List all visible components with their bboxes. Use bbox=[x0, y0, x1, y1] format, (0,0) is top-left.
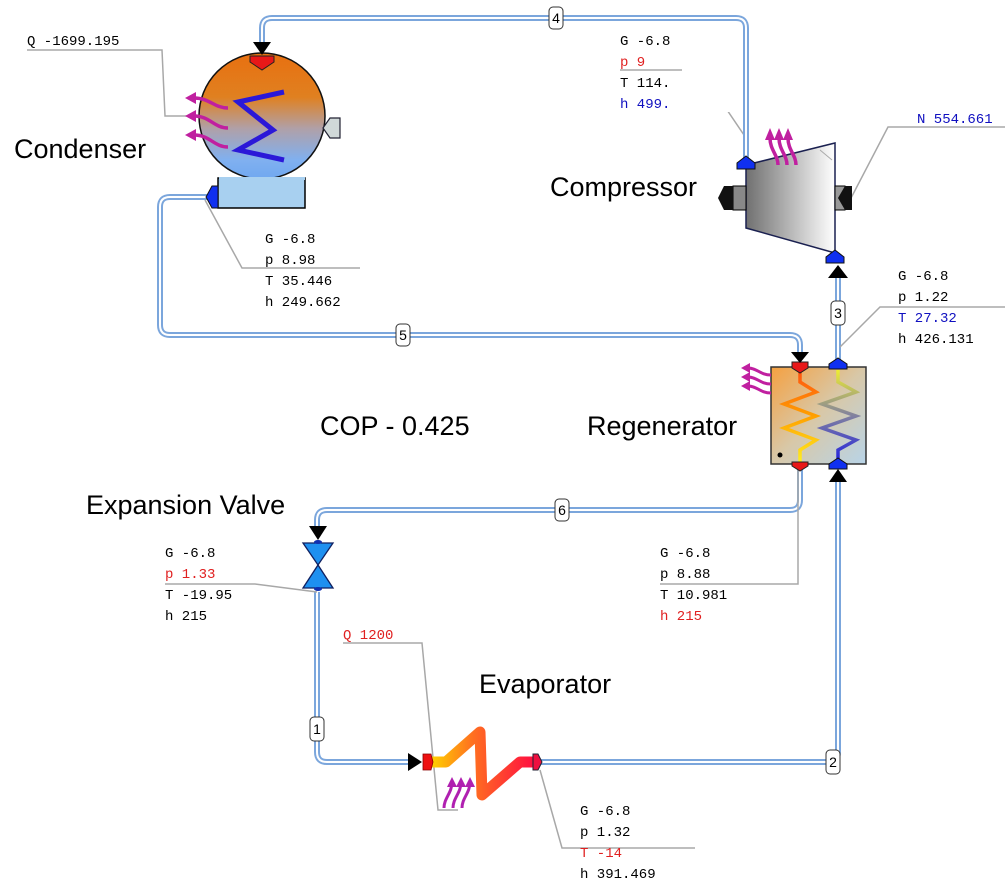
pipe-tag-5-label: 5 bbox=[399, 327, 407, 343]
condenser-heat-out-icon bbox=[193, 96, 229, 149]
state-value-h: h 215 bbox=[660, 609, 702, 625]
flow-arrow-icon bbox=[828, 265, 848, 278]
state-block-evaporator-out: G -6.8 p 1.32 T -14 h 391.469 bbox=[580, 804, 656, 883]
evaporator-heat-value: Q 1200 bbox=[343, 628, 393, 644]
compressor-shaft-right-icon bbox=[834, 185, 852, 211]
state-value-t: T -14 bbox=[580, 846, 622, 862]
state-value-g: G -6.8 bbox=[580, 804, 630, 820]
compressor-inlet-port[interactable] bbox=[825, 249, 845, 264]
expansion-valve[interactable] bbox=[301, 526, 335, 591]
condenser-shell bbox=[198, 52, 326, 180]
evaporator[interactable] bbox=[408, 726, 543, 809]
pipe-tag-1: 1 bbox=[309, 716, 325, 742]
state-value-p: p 1.22 bbox=[898, 290, 948, 306]
state-value-t: T 114. bbox=[620, 76, 670, 92]
pipe-tag-2: 2 bbox=[825, 749, 841, 775]
compressor-heat-icon bbox=[768, 137, 798, 166]
condenser-inlet-port[interactable] bbox=[249, 55, 275, 71]
regenerator-hot-coil-icon bbox=[779, 370, 821, 462]
regenerator-cold-inlet-port[interactable] bbox=[828, 457, 848, 470]
pipe-tag-3-label: 3 bbox=[834, 305, 842, 321]
evaporator-inlet-port[interactable] bbox=[422, 753, 434, 771]
regenerator-hot-outlet-port[interactable] bbox=[791, 461, 809, 472]
compressor-label: Compressor bbox=[550, 172, 697, 202]
condenser-label: Condenser bbox=[14, 134, 146, 164]
valve-outlet-port[interactable] bbox=[314, 587, 322, 591]
condenser-receiver bbox=[217, 177, 306, 209]
regenerator-hot-inlet-port[interactable] bbox=[791, 361, 809, 374]
state-value-t: T -19.95 bbox=[165, 588, 232, 604]
flow-arrow-icon bbox=[829, 469, 847, 482]
state-value-g: G -6.8 bbox=[165, 546, 215, 562]
regenerator-cold-outlet-port[interactable] bbox=[828, 357, 848, 370]
state-value-t: T 27.32 bbox=[898, 311, 957, 327]
pipe-tag-4: 4 bbox=[548, 6, 564, 30]
compressor-power-value: N 554.661 bbox=[917, 112, 993, 128]
state-value-t: T 35.446 bbox=[265, 274, 332, 290]
condenser-side-port-icon bbox=[322, 117, 341, 139]
state-value-h: h 499. bbox=[620, 97, 670, 113]
valve-upper-icon bbox=[301, 542, 335, 567]
compressor-outlet-port[interactable] bbox=[736, 155, 756, 170]
state-value-p: p 9 bbox=[620, 55, 645, 71]
pipe-tag-3: 3 bbox=[830, 300, 846, 326]
pipe-tag-6: 6 bbox=[554, 498, 570, 522]
pipe-1[interactable] bbox=[314, 592, 412, 765]
state-value-g: G -6.8 bbox=[898, 269, 948, 285]
state-value-g: G -6.8 bbox=[265, 232, 315, 248]
state-value-h: h 426.131 bbox=[898, 332, 974, 348]
state-block-regenerator-hot-out: G -6.8 p 8.88 T 10.981 h 215 bbox=[660, 546, 727, 625]
state-value-p: p 1.33 bbox=[165, 567, 215, 583]
truncation-mask bbox=[682, 62, 742, 112]
state-value-p: p 8.88 bbox=[660, 567, 710, 583]
regenerator[interactable] bbox=[741, 352, 867, 482]
flow-arrow-icon bbox=[253, 42, 271, 55]
compressor-body bbox=[745, 142, 836, 254]
flow-arrow-icon bbox=[408, 753, 422, 771]
state-value-p: p 8.98 bbox=[265, 253, 315, 269]
pipe-tag-5: 5 bbox=[395, 323, 411, 347]
condenser-heat-value: Q -1699.195 bbox=[27, 34, 119, 50]
regenerator-heat-icon bbox=[747, 366, 772, 395]
pipe-tag-4-label: 4 bbox=[552, 10, 560, 26]
state-block-condenser-out: G -6.8 p 8.98 T 35.446 h 249.662 bbox=[265, 232, 341, 311]
state-block-compressor-out: G -6.8 p 9 T 114. h 499. bbox=[620, 34, 670, 113]
state-value-t: T 10.981 bbox=[660, 588, 727, 604]
state-value-p: p 1.32 bbox=[580, 825, 630, 841]
state-value-h: h 249.662 bbox=[265, 295, 341, 311]
flow-arrow-icon bbox=[791, 352, 809, 363]
compressor-shaft-left-icon bbox=[718, 185, 747, 211]
flow-arrow-icon bbox=[309, 526, 327, 540]
pipe-5[interactable] bbox=[157, 194, 803, 352]
state-block-valve-out: G -6.8 p 1.33 T -19.95 h 215 bbox=[165, 546, 232, 625]
pipe-tag-1-label: 1 bbox=[313, 721, 321, 737]
pipe-tag-2-label: 2 bbox=[829, 754, 837, 770]
cop-label: COP - 0.425 bbox=[320, 411, 470, 441]
pipe-tags: 4 5 6 1 2 3 bbox=[309, 6, 846, 775]
regenerator-label: Regenerator bbox=[587, 411, 737, 441]
valve-lower-icon bbox=[301, 563, 335, 589]
state-value-g: G -6.8 bbox=[660, 546, 710, 562]
condenser[interactable] bbox=[185, 42, 341, 209]
valve-inlet-port[interactable] bbox=[314, 540, 322, 544]
condenser-outlet-port[interactable] bbox=[205, 185, 219, 209]
pipe-tag-6-label: 6 bbox=[558, 502, 566, 518]
state-value-g: G -6.8 bbox=[620, 34, 670, 50]
compressor[interactable] bbox=[718, 128, 852, 278]
evaporator-label: Evaporator bbox=[479, 669, 611, 699]
state-value-h: h 391.469 bbox=[580, 867, 656, 883]
evaporator-outlet-port[interactable] bbox=[532, 753, 543, 771]
regenerator-cold-coil-icon bbox=[816, 370, 862, 462]
condenser-coil-icon bbox=[231, 89, 285, 163]
expansion-valve-label: Expansion Valve bbox=[86, 490, 285, 520]
evaporator-coil-icon bbox=[426, 726, 539, 801]
state-block-regenerator-cold-out: G -6.8 p 1.22 T 27.32 h 426.131 bbox=[898, 269, 974, 348]
state-value-h: h 215 bbox=[165, 609, 207, 625]
pipe-4[interactable] bbox=[259, 15, 749, 160]
